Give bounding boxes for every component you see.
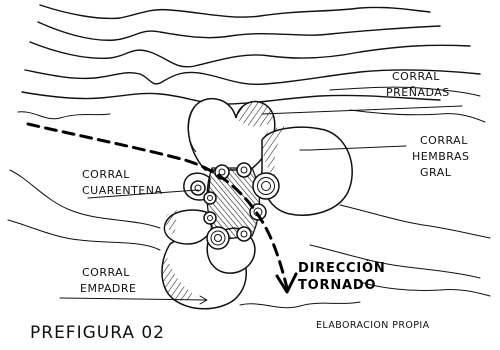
label-prenadas-line2: PREÑADAS — [386, 86, 450, 99]
corral-hembras-shape — [262, 126, 352, 215]
label-direccion: DIRECCIÓN — [298, 260, 386, 276]
source-note: ELABORACION PROPIA — [316, 320, 430, 331]
label-empadre-line1: CORRAL — [82, 266, 130, 279]
label-hembras-line1: CORRAL — [420, 134, 468, 147]
label-cuarentena-line2: CUARENTENA — [82, 184, 163, 197]
label-cuarentena-line1: CORRAL — [82, 168, 130, 181]
label-prenadas-line1: CORRAL — [392, 70, 440, 83]
label-tornado: TORNADO — [298, 278, 376, 293]
figure-title: PREFIGURA 02 — [30, 323, 165, 343]
label-empadre-line2: EMPADRE — [80, 282, 136, 295]
label-hembras-line3: GRAL — [420, 166, 452, 179]
label-hembras-line2: HEMBRAS — [412, 150, 469, 163]
